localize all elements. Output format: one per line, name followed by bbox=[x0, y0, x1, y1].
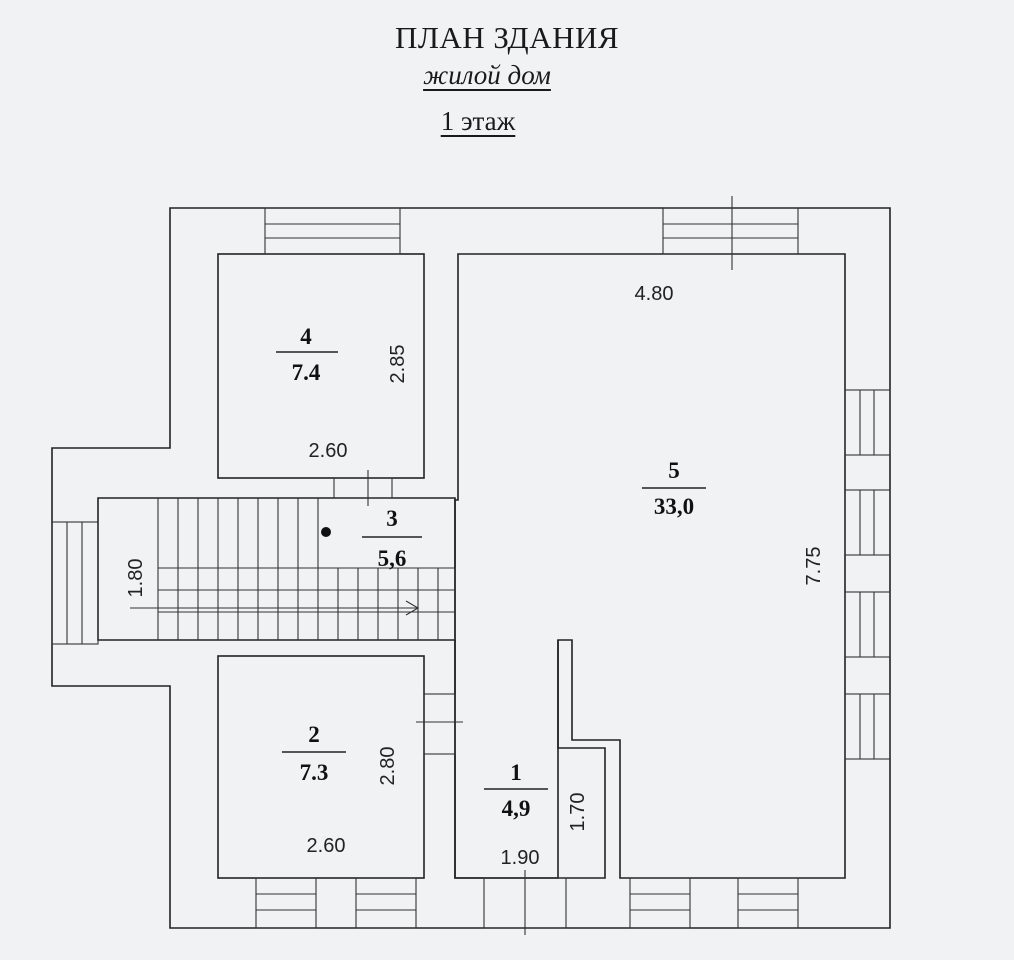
room-3-label: 3 5,6 bbox=[362, 506, 422, 571]
room-2-outline bbox=[217, 655, 425, 879]
room-3-area: 5,6 bbox=[378, 546, 407, 571]
room-4-label: 4 7.4 bbox=[276, 324, 338, 385]
stair-arrow-head bbox=[405, 600, 420, 616]
room-2-number: 2 bbox=[308, 722, 320, 747]
window-bottom-1 bbox=[255, 877, 317, 929]
windows bbox=[51, 196, 891, 935]
stair-treads bbox=[130, 498, 455, 640]
room-5-area: 33,0 bbox=[654, 494, 694, 519]
window-right-2 bbox=[844, 489, 891, 556]
room-2-label: 2 7.3 bbox=[282, 722, 346, 785]
door-room-4 bbox=[333, 470, 393, 506]
window-bottom-3 bbox=[629, 877, 691, 929]
room-4-area: 7.4 bbox=[292, 360, 321, 385]
window-top-right bbox=[662, 196, 799, 270]
room-5-number: 5 bbox=[668, 458, 680, 483]
floor-label-text: 1 этаж bbox=[440, 106, 516, 136]
room-1-outline bbox=[454, 640, 606, 879]
dim-room2-width: 2.60 bbox=[307, 835, 346, 857]
door-room-2 bbox=[416, 693, 463, 755]
room-2-area: 7.3 bbox=[300, 760, 329, 785]
dim-stair-height: 1.80 bbox=[125, 559, 147, 598]
window-bottom-4 bbox=[737, 877, 799, 929]
window-left bbox=[51, 521, 99, 645]
stair-start-dot bbox=[321, 527, 331, 537]
window-bottom-2 bbox=[355, 877, 417, 929]
room-4-number: 4 bbox=[300, 324, 312, 349]
window-top-left bbox=[264, 207, 401, 255]
plan-subtitle-text: жилой дом bbox=[423, 60, 551, 90]
window-right-3 bbox=[844, 591, 891, 658]
dim-room4-height: 2.85 bbox=[387, 345, 409, 384]
plan-title: ПЛАН ЗДАНИЯ bbox=[394, 20, 620, 55]
window-right-4 bbox=[844, 693, 891, 760]
room-3-number: 3 bbox=[386, 506, 398, 531]
plan-subtitle: жилой дом bbox=[0, 60, 974, 91]
dim-room1-width: 1.90 bbox=[501, 847, 540, 869]
window-right-1 bbox=[844, 389, 891, 456]
dim-room5-width: 4.80 bbox=[635, 283, 674, 305]
door-bottom-entrance bbox=[483, 870, 567, 935]
room-1-label: 1 4,9 bbox=[484, 760, 548, 821]
room-1-area: 4,9 bbox=[502, 796, 531, 821]
dim-room4-width: 2.60 bbox=[309, 440, 348, 462]
room-5-label: 5 33,0 bbox=[642, 458, 706, 519]
dim-room5-height: 7.75 bbox=[803, 547, 825, 586]
dim-room1-height: 1.70 bbox=[567, 793, 589, 832]
dim-room2-height: 2.80 bbox=[377, 747, 399, 786]
room-1-number: 1 bbox=[510, 760, 522, 785]
floor-label: 1 этаж bbox=[0, 106, 956, 137]
